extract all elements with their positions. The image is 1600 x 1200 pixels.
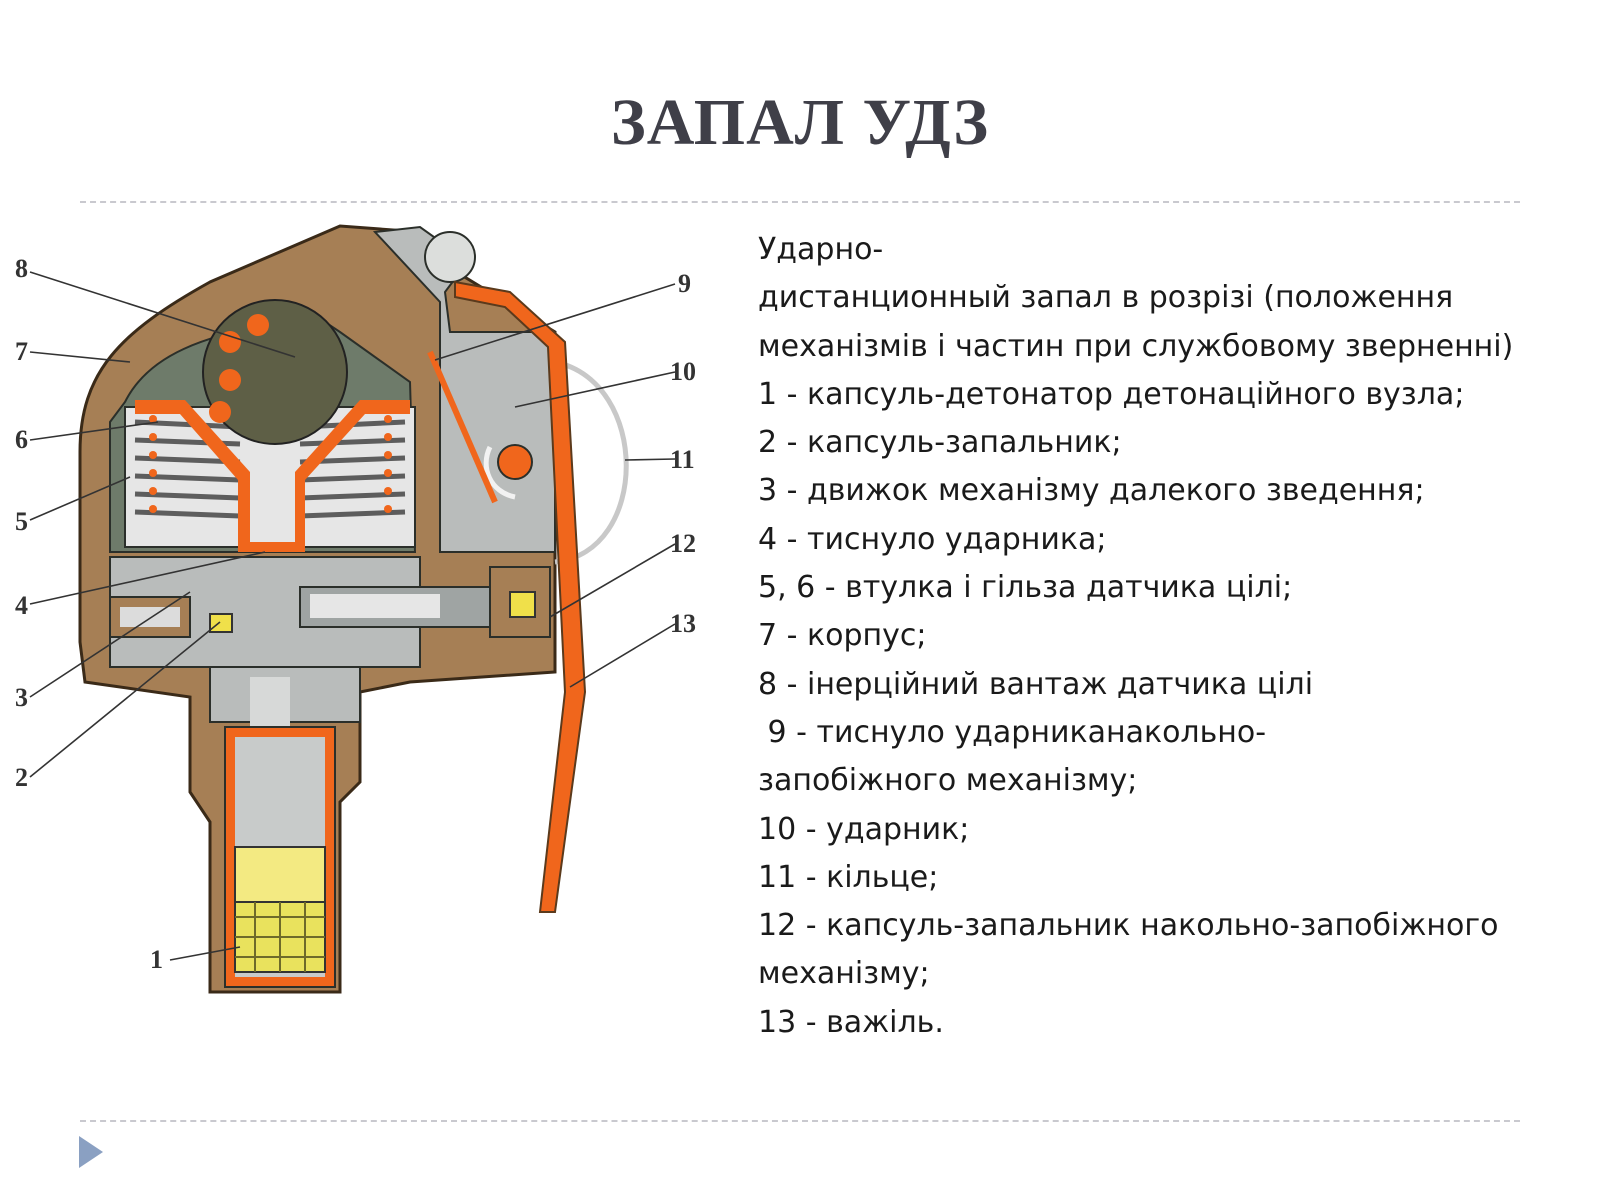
description-line: Ударно- [758,232,884,267]
label-12: 12 [670,529,696,558]
play-triangle-icon[interactable] [79,1136,103,1168]
label-5: 5 [15,507,28,536]
safety-ring [554,359,629,565]
description-line: механізмів і частин при службовому зверн… [758,328,1514,364]
description-line: 8 - інерційний вантаж датчика цілі [758,666,1314,702]
description-line: 4 - тиснуло ударника; [758,521,1107,557]
label-7: 7 [15,337,28,366]
description-line: 3 - движок механізму далекого зведення; [758,473,1425,509]
description-line: 9 - тиснуло ударниканакольно- [758,714,1267,750]
bottom-divider [80,1120,1520,1122]
label-9: 9 [678,269,691,298]
slide-title: ЗАПАЛ УДЗ [610,86,990,159]
description-line: 13 - важіль. [758,1004,944,1040]
description-line: запобіжного механізму; [758,763,1138,799]
label-11: 11 [670,445,695,474]
label-10: 10 [670,357,696,386]
label-8: 8 [15,254,28,283]
description-line: 11 - кільце; [758,859,939,895]
description-line: 7 - корпус; [758,618,927,654]
label-13: 13 [670,609,696,638]
label-4: 4 [15,591,28,620]
description-line: 12 - капсуль-запальник накольно-запобіжн… [758,908,1499,944]
label-1: 1 [150,945,163,974]
description-line: 5, 6 - втулка і гільза датчика цілі; [758,570,1293,606]
description-line: 10 - ударник; [758,811,970,847]
label-2: 2 [15,763,28,792]
top-divider [80,201,1520,203]
fuse-cross-section-diagram: 8 7 6 5 4 3 2 1 9 10 11 12 13 [15,224,696,994]
fuse-description: Ударно-дистанционный запал в розрізі (по… [758,226,1588,1047]
label-6: 6 [15,425,28,454]
description-line: механізму; [758,956,930,992]
description-line: 1 - капсуль-детонатор детонаційного вузл… [758,376,1465,412]
description-line: дистанционный запал в розрізі (положення [758,280,1454,316]
label-3: 3 [15,683,28,712]
description-line: 2 - капсуль-запальник; [758,425,1122,461]
